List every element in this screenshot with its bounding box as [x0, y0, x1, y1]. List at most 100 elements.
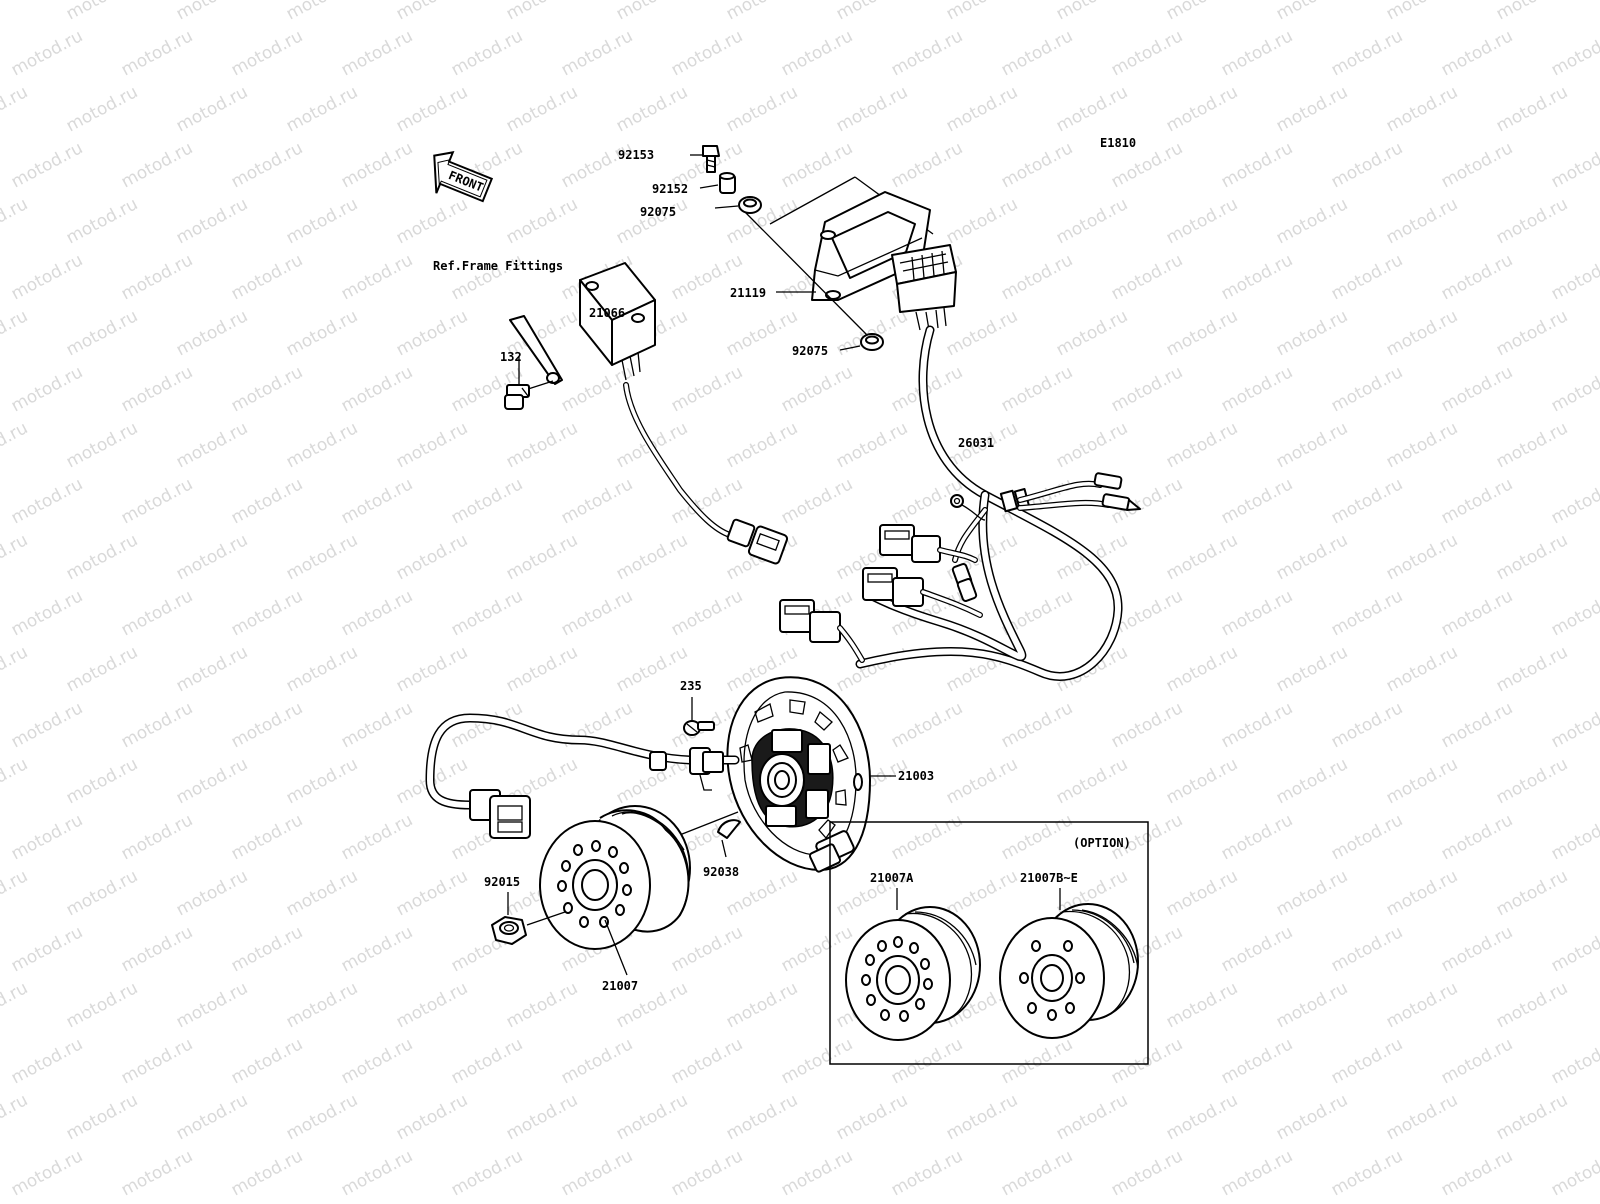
watermark-text: motod.ru — [1383, 1090, 1461, 1144]
watermark-text: motod.ru — [228, 586, 306, 640]
harness-connector-a[interactable] — [879, 524, 978, 563]
watermark-text: motod.ru — [1218, 810, 1296, 864]
watermark-text: motod.ru — [1383, 306, 1461, 360]
watermark-text: motod.ru — [1273, 418, 1351, 472]
watermark-text: motod.ru — [0, 306, 31, 360]
ref-frame-fittings-note: Ref.Frame Fittings — [433, 259, 563, 273]
watermark-text: motod.ru — [668, 1034, 746, 1088]
bolt-92153[interactable] — [690, 145, 720, 173]
watermark-text: motod.ru — [503, 194, 581, 248]
watermark-text: motod.ru — [63, 0, 141, 24]
watermark-text: motod.ru — [228, 474, 306, 528]
bolt-132[interactable] — [504, 384, 530, 410]
watermark-text: motod.ru — [1328, 922, 1406, 976]
watermark-text: motod.ru — [833, 0, 911, 24]
watermark-text: motod.ru — [1328, 250, 1406, 304]
leader-line — [744, 211, 871, 339]
grommet-92075-lower[interactable] — [839, 333, 884, 351]
watermark-text: motod.ru — [1493, 0, 1571, 24]
watermark-text: motod.ru — [888, 1146, 966, 1200]
collar-92152[interactable] — [699, 172, 736, 194]
watermark-text: motod.ru — [1163, 418, 1241, 472]
watermark-text: motod.ru — [1548, 474, 1600, 528]
watermark-text: motod.ru — [1548, 26, 1600, 80]
watermark-text: motod.ru — [228, 362, 306, 416]
watermark-text: motod.ru — [448, 1034, 526, 1088]
watermark-text: motod.ru — [1108, 698, 1186, 752]
harness-connector-b[interactable] — [862, 567, 983, 618]
watermark-text: motod.ru — [558, 138, 636, 192]
watermark-text: motod.ru — [778, 362, 856, 416]
watermark-text: motod.ru — [338, 250, 416, 304]
watermark-text: motod.ru — [228, 250, 306, 304]
watermark-text: motod.ru — [833, 642, 911, 696]
watermark-text: motod.ru — [338, 922, 416, 976]
watermark-text: motod.ru — [998, 138, 1076, 192]
watermark-text: motod.ru — [1548, 362, 1600, 416]
flywheel-rotor-21007[interactable] — [539, 805, 691, 976]
screw-235[interactable] — [683, 697, 715, 736]
watermark-text: motod.ru — [1108, 362, 1186, 416]
watermark-text: motod.ru — [1493, 1090, 1571, 1144]
watermark-text: motod.ru — [338, 810, 416, 864]
watermark-text: motod.ru — [8, 922, 86, 976]
watermark-text: motod.ru — [1383, 866, 1461, 920]
watermark-text: motod.ru — [8, 138, 86, 192]
watermark-text: motod.ru — [1108, 250, 1186, 304]
watermark-text: motod.ru — [173, 418, 251, 472]
watermark-text: motod.ru — [668, 922, 746, 976]
watermark-text: motod.ru — [558, 1146, 636, 1200]
watermark-text: motod.ru — [393, 642, 471, 696]
watermark-text: motod.ru — [1163, 306, 1241, 360]
watermark-text: motod.ru — [63, 642, 141, 696]
watermark-text: motod.ru — [0, 0, 31, 24]
leader-line — [839, 345, 861, 351]
watermark-text: motod.ru — [778, 26, 856, 80]
wiring-harness-26031[interactable] — [855, 244, 1141, 681]
watermark-text: motod.ru — [888, 26, 966, 80]
flywheel-rotor-21007B-E[interactable] — [999, 888, 1139, 1039]
watermark-text: motod.ru — [1383, 0, 1461, 24]
diagram-code: E1810 — [1100, 136, 1136, 150]
watermark-text: motod.ru — [833, 1090, 911, 1144]
watermark-text: motod.ru — [1108, 1034, 1186, 1088]
watermark-text: motod.ru — [1438, 922, 1516, 976]
watermark-text: motod.ru — [283, 978, 361, 1032]
watermark-text: motod.ru — [1493, 866, 1571, 920]
watermark-text: motod.ru — [393, 1090, 471, 1144]
watermark-text: motod.ru — [0, 418, 31, 472]
watermark-text: motod.ru — [228, 1146, 306, 1200]
watermark-text: motod.ru — [338, 138, 416, 192]
watermark-text: motod.ru — [63, 754, 141, 808]
harness-connector-c[interactable] — [779, 599, 865, 663]
watermark-text: motod.ru — [173, 82, 251, 136]
label-21007A: 21007A — [870, 871, 914, 885]
watermark-text: motod.ru — [393, 306, 471, 360]
watermark-text: motod.ru — [778, 138, 856, 192]
watermark-text: motod.ru — [998, 26, 1076, 80]
watermark-text: motod.ru — [1273, 866, 1351, 920]
watermark-text: motod.ru — [8, 250, 86, 304]
watermark-text: motod.ru — [1328, 138, 1406, 192]
flywheel-rotor-21007A[interactable] — [845, 888, 981, 1041]
watermark-text: motod.ru — [943, 82, 1021, 136]
nut-92015[interactable] — [491, 892, 527, 945]
leader-line — [769, 176, 856, 225]
watermark-text: motod.ru — [393, 978, 471, 1032]
grommet-92075-upper[interactable] — [714, 196, 762, 214]
regulator-rectifier-21119[interactable] — [769, 176, 934, 301]
watermark-text: motod.ru — [998, 1146, 1076, 1200]
watermark-text: motod.ru — [63, 530, 141, 584]
watermark-text: motod.ru — [1383, 978, 1461, 1032]
watermark-text: motod.ru — [998, 362, 1076, 416]
cdi-unit-21066[interactable] — [579, 262, 789, 565]
woodruff-key-92038[interactable] — [717, 819, 741, 858]
stator-connector[interactable] — [469, 789, 531, 839]
leader-line — [604, 919, 628, 976]
watermark-text: motod.ru — [1163, 530, 1241, 584]
watermark-text: motod.ru — [8, 698, 86, 752]
watermark-text: motod.ru — [1273, 0, 1351, 24]
watermark-text: motod.ru — [1218, 474, 1296, 528]
watermark-text: motod.ru — [118, 26, 196, 80]
watermark-text: motod.ru — [1218, 922, 1296, 976]
